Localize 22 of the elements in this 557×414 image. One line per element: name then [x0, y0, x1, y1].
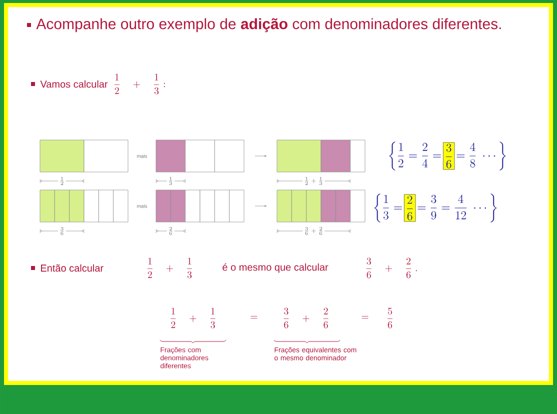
formula: $\frac{5}{6}$ [388, 308, 392, 328]
heading: Acompanhe outro exemplo de adição com denominadores diferentes. [36, 18, 501, 32]
highlighted-fraction: $\frac{3}{6}$ [443, 142, 455, 170]
formula: $=$ [250, 316, 258, 318]
equivalence-set: $\left.=\frac{4}{8}\ \cdots\right\}$ [456, 142, 506, 170]
sentence: Então calcular [41, 264, 104, 272]
formula: $\frac{1}{2}\quad+\quad\frac{1}{3}$ [147, 258, 192, 278]
equivalence-set: $\left.=\frac{3}{9}=\frac{4}{12}\ \cdots\right\}$ [418, 194, 497, 222]
formula: $\frac{1}{2}\quad+\quad\frac{1}{3}$ [170, 308, 216, 328]
dimension-label: $\frac{1}{2}$ [58, 176, 66, 186]
equivalence-set: $\left\{\frac{1}{3}=\right.$ [374, 194, 402, 222]
formula: $=$ [362, 316, 368, 318]
sentence: Vamos calcular [40, 80, 108, 88]
formula: $\frac{3}{6}\quad+\quad\frac{2}{6}\ .$ [366, 258, 417, 278]
dimension-label: $\frac{3}{6}+\frac{2}{6}$ [302, 226, 325, 236]
sentence: é o mesmo que calcular [222, 263, 328, 273]
equivalence-set: $\left\{\frac{1}{2}=\frac{2}{4}=\right.$ [389, 142, 441, 170]
highlighted-fraction: $\frac{2}{6}$ [404, 194, 416, 222]
dimension-label: $\frac{1}{2}+\frac{1}{3}$ [302, 176, 325, 186]
formula: $\frac{3}{6}\quad+\quad\frac{2}{6}$ [284, 308, 328, 328]
dimension-label: $\frac{3}{6}$ [58, 226, 66, 236]
formula: $\frac{1}{2}\quad+\quad\frac{1}{3}:$ [114, 74, 165, 94]
